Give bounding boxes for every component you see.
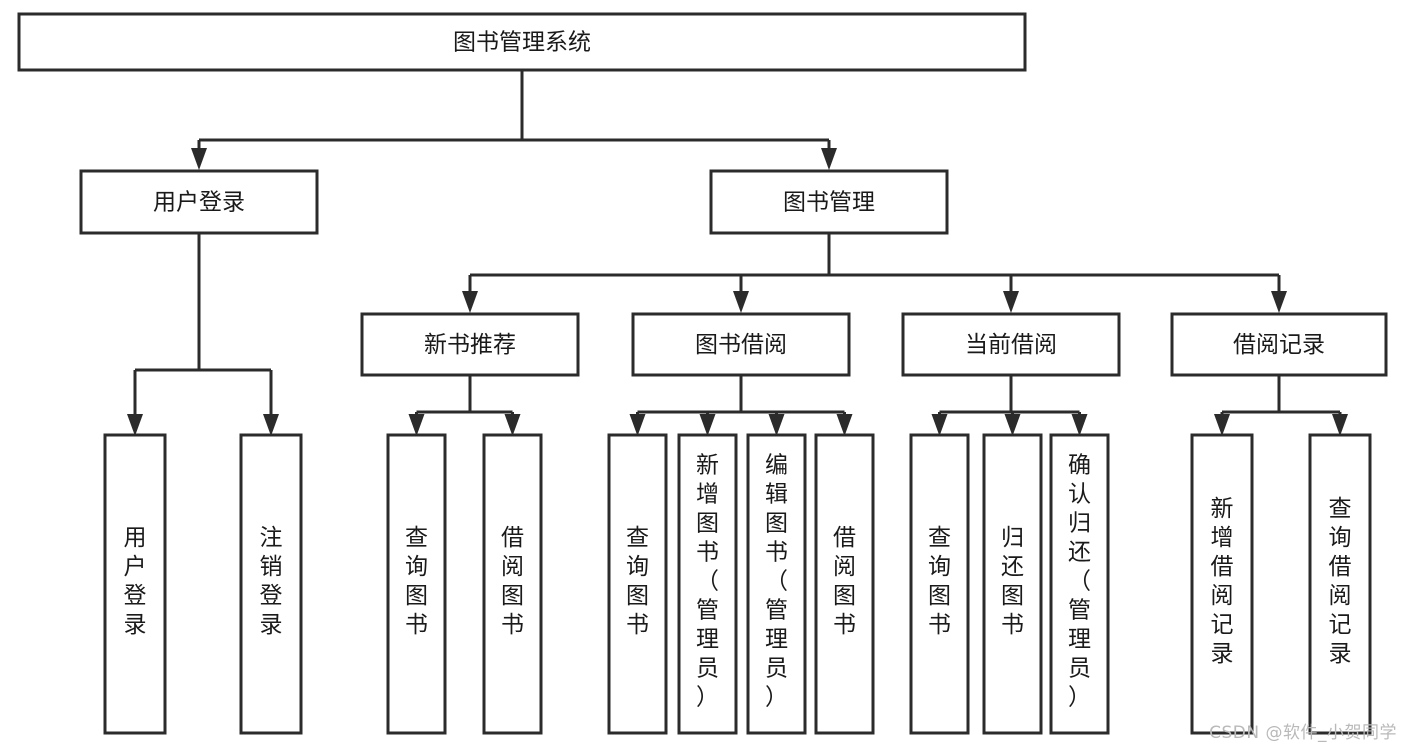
node-box[interactable] [909, 433, 970, 735]
node-box[interactable] [1170, 312, 1388, 377]
arrow-head-icon [263, 414, 279, 436]
node-l2-用户登录[interactable]: 用户登录 [79, 169, 319, 235]
node-label: 新书推荐 [424, 332, 516, 358]
node-label: 借阅图书 [501, 525, 524, 638]
node-label: 查询图书 [626, 525, 649, 638]
node-box[interactable] [631, 312, 851, 377]
node-layer: 图书管理系统用户登录图书管理新书推荐图书借阅当前借阅借阅记录用户登录注销登录查询… [17, 12, 1388, 735]
node-l3-图书借阅[interactable]: 图书借阅 [631, 312, 851, 377]
node-box[interactable] [1049, 433, 1110, 735]
arrow-head-icon [408, 414, 425, 436]
node-box[interactable] [103, 433, 167, 735]
node-label: 借阅记录 [1233, 332, 1325, 358]
node-leaf-2-查询图书[interactable]: 查询图书 [386, 433, 447, 735]
arrow-head-icon [836, 414, 853, 436]
node-box[interactable] [17, 12, 1027, 72]
node-label: 图书借阅 [695, 332, 787, 358]
node-label: 新增借阅记录 [1211, 496, 1234, 667]
arrow-head-icon [821, 148, 837, 170]
watermark-text: CSDN @软件_小贺同学 [1209, 723, 1397, 743]
arrow-head-icon [1271, 291, 1287, 313]
node-label: 查询图书 [405, 525, 428, 638]
node-box[interactable] [677, 433, 738, 735]
arrow-head-icon [1003, 291, 1019, 313]
node-l3-新书推荐[interactable]: 新书推荐 [360, 312, 580, 377]
node-box[interactable] [1190, 433, 1254, 735]
node-label: 查询借阅记录 [1329, 496, 1352, 667]
node-label: 新增图书（管理员） [696, 452, 719, 710]
node-box[interactable] [982, 433, 1043, 735]
arrow-head-icon [1214, 414, 1230, 436]
arrow-head-icon [629, 414, 646, 436]
node-leaf-12-查询借阅记录[interactable]: 查询借阅记录 [1308, 433, 1372, 735]
node-label: 用户登录 [124, 525, 147, 638]
arrow-head-icon [462, 291, 478, 313]
arrow-head-icon [699, 414, 716, 436]
arrow-head-icon [191, 148, 207, 170]
node-label: 借阅图书 [833, 525, 856, 638]
node-label: 图书管理系统 [453, 30, 591, 56]
arrow-head-icon [1332, 414, 1348, 436]
node-label: 图书管理 [783, 190, 875, 216]
node-root-图书管理系统[interactable]: 图书管理系统 [17, 12, 1027, 72]
node-label: 确认归还（管理员） [1068, 452, 1091, 710]
node-leaf-3-借阅图书[interactable]: 借阅图书 [482, 433, 543, 735]
node-label: 当前借阅 [965, 332, 1057, 358]
node-label: 归还图书 [1001, 525, 1024, 638]
node-box[interactable] [746, 433, 807, 735]
arrow-head-icon [768, 414, 785, 436]
node-box[interactable] [239, 433, 303, 735]
arrow-head-icon [931, 414, 948, 436]
node-box[interactable] [607, 433, 668, 735]
arrow-head-icon [1071, 414, 1088, 436]
node-leaf-4-查询图书[interactable]: 查询图书 [607, 433, 668, 735]
node-leaf-7-借阅图书[interactable]: 借阅图书 [814, 433, 875, 735]
arrow-head-icon [1004, 414, 1021, 436]
node-box[interactable] [901, 312, 1121, 377]
node-leaf-11-新增借阅记录[interactable]: 新增借阅记录 [1190, 433, 1254, 735]
node-leaf-8-查询图书[interactable]: 查询图书 [909, 433, 970, 735]
node-box[interactable] [814, 433, 875, 735]
node-label: 查询图书 [928, 525, 951, 638]
node-l3-当前借阅[interactable]: 当前借阅 [901, 312, 1121, 377]
node-leaf-0-用户登录[interactable]: 用户登录 [103, 433, 167, 735]
node-label: 编辑图书（管理员） [765, 452, 788, 710]
node-l3-借阅记录[interactable]: 借阅记录 [1170, 312, 1388, 377]
node-box[interactable] [79, 169, 319, 235]
node-leaf-6-编辑图书（管理员）[interactable]: 编辑图书（管理员） [746, 433, 807, 735]
connector-layer [127, 70, 1348, 436]
node-leaf-9-归还图书[interactable]: 归还图书 [982, 433, 1043, 735]
node-leaf-1-注销登录[interactable]: 注销登录 [239, 433, 303, 735]
node-label: 用户登录 [153, 190, 245, 216]
node-box[interactable] [709, 169, 949, 235]
node-box[interactable] [482, 433, 543, 735]
node-l2-图书管理[interactable]: 图书管理 [709, 169, 949, 235]
node-box[interactable] [386, 433, 447, 735]
node-leaf-10-确认归还（管理员）[interactable]: 确认归还（管理员） [1049, 433, 1110, 735]
arrow-head-icon [127, 414, 143, 436]
node-box[interactable] [1308, 433, 1372, 735]
node-box[interactable] [360, 312, 580, 377]
node-leaf-5-新增图书（管理员）[interactable]: 新增图书（管理员） [677, 433, 738, 735]
arrow-head-icon [504, 414, 521, 436]
arrow-head-icon [733, 291, 749, 313]
node-label: 注销登录 [260, 525, 283, 638]
